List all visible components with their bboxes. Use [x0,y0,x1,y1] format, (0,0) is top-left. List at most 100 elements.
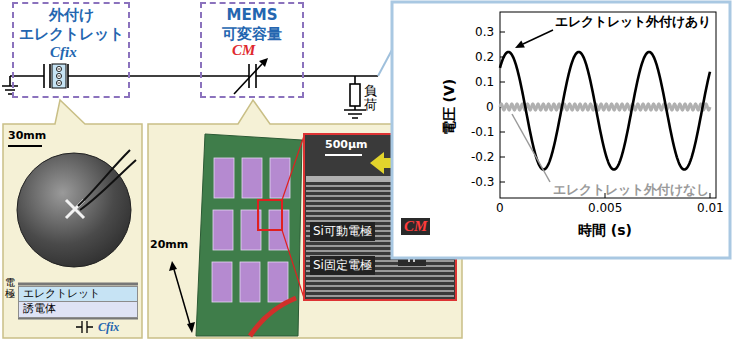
dimension-arrow [173,266,191,328]
chart-panel [523,30,553,44]
sem-inset [398,244,426,266]
mems-board-photo [282,136,304,298]
link-line [378,48,393,76]
layer-box: 誘電体 [18,301,138,318]
axis-tick: -0.1 [471,125,494,139]
dimension-arrow [169,261,195,333]
mems-board-photo [212,262,232,302]
layer-diagram [18,284,138,318]
node-text: MEMS 可変容量 [204,6,300,44]
node-text: 誘電体 [23,302,133,315]
electret-symbol [52,64,66,88]
mems-board-photo [270,158,290,198]
electret-photo [8,145,42,147]
node-text: エレクトレット [23,287,133,300]
electret-symbol [56,66,61,71]
electret-symbol [52,64,66,88]
callout-panel [3,100,142,338]
chart-panel [500,12,716,198]
chart-panel [392,2,730,258]
mems-board-photo [214,158,234,198]
electret-photo [78,150,136,210]
mems-board-photo [268,262,288,302]
resistor-symbol [350,84,360,106]
dimension-arrow [187,322,195,333]
mems-board-photo [269,210,289,250]
circuit-wire [130,75,200,77]
callout-panel [3,100,462,338]
curve-label: エレクトレット外付けあり [555,13,711,31]
axis-title: 時間 (s) [578,222,632,240]
sem-inset [306,176,454,182]
dimension-label: 20mm [150,238,188,251]
axis-tick: 0 [496,201,504,215]
layer-diagram [76,321,93,333]
variable-capacitor-arrow [234,64,262,94]
electret-symbol [56,80,61,85]
curve-label: エレクトレット外付けなし [553,181,709,199]
mems-board-photo [240,262,260,302]
capacitance-label: CM [232,42,255,59]
noise-curve [500,104,710,110]
sem-inset [304,134,456,300]
axis-tick: 0.01 [697,201,724,215]
electret-symbol [56,73,61,78]
axis-tick: 0.005 [588,201,622,215]
variable-capacitor-arrow [234,58,268,94]
capacitance-label: CM [401,218,430,235]
variable-capacitor-arrow [259,58,268,67]
node-text: 外付け エレクトレット [16,6,126,44]
mems-board-photo [241,210,261,250]
sem-inset [306,182,454,298]
axis-tick: 0.3 [475,25,494,39]
electrode-label: Si固定電極 [310,256,375,275]
electrode-label: 電極 [5,277,15,299]
axis-title: 電圧 (V) [441,79,459,136]
chart-panel [500,32,710,198]
mems-board-photo [196,134,302,336]
axis-tick: 0 [486,100,494,114]
chart-panel [515,40,525,48]
scale-label: 500μm [325,138,368,151]
circuit-wire [354,76,356,110]
electret-photo [66,200,84,218]
circuit-wire [10,75,44,77]
mems-board-photo [242,158,262,198]
resistor-symbol [350,84,360,106]
mems-board-photo [212,158,290,302]
chart-panel [512,114,550,182]
scale-label: 30mm [8,129,46,142]
axis-tick: -0.2 [471,150,494,164]
axis-tick: -0.3 [471,175,494,189]
circuit-wire [68,75,130,77]
circuit-wire [2,64,378,118]
axis-tick: 0.2 [475,50,494,64]
capacitance-label: Cfix [50,44,77,61]
chart-panel [392,2,730,258]
callout-panel [148,100,462,338]
sem-inset [370,152,452,174]
dimension-arrow [169,261,177,271]
electrode-label: Si可動電極 [310,222,375,241]
capacitance-label: Cfix [98,320,119,335]
sem-inset [304,134,456,300]
link-line [378,48,393,76]
mems-board-photo [250,298,296,336]
sem-inset [325,154,362,156]
axis-tick: 0.1 [475,75,494,89]
mems-board-photo [258,200,282,230]
layer-diagram [18,284,138,333]
circuit-wire [200,75,249,77]
circuit-wire [2,76,18,94]
circuit-wire [249,64,256,88]
mems-board-photo [196,134,304,336]
circuit-wire [44,64,68,88]
circuit-wire [344,110,366,118]
electret-photo [8,146,136,267]
sem-inset [402,248,421,262]
circuit-wire [256,75,378,77]
signal-curve [500,52,710,170]
mems-board-photo [213,210,233,250]
load-label: 負荷 [364,84,377,113]
